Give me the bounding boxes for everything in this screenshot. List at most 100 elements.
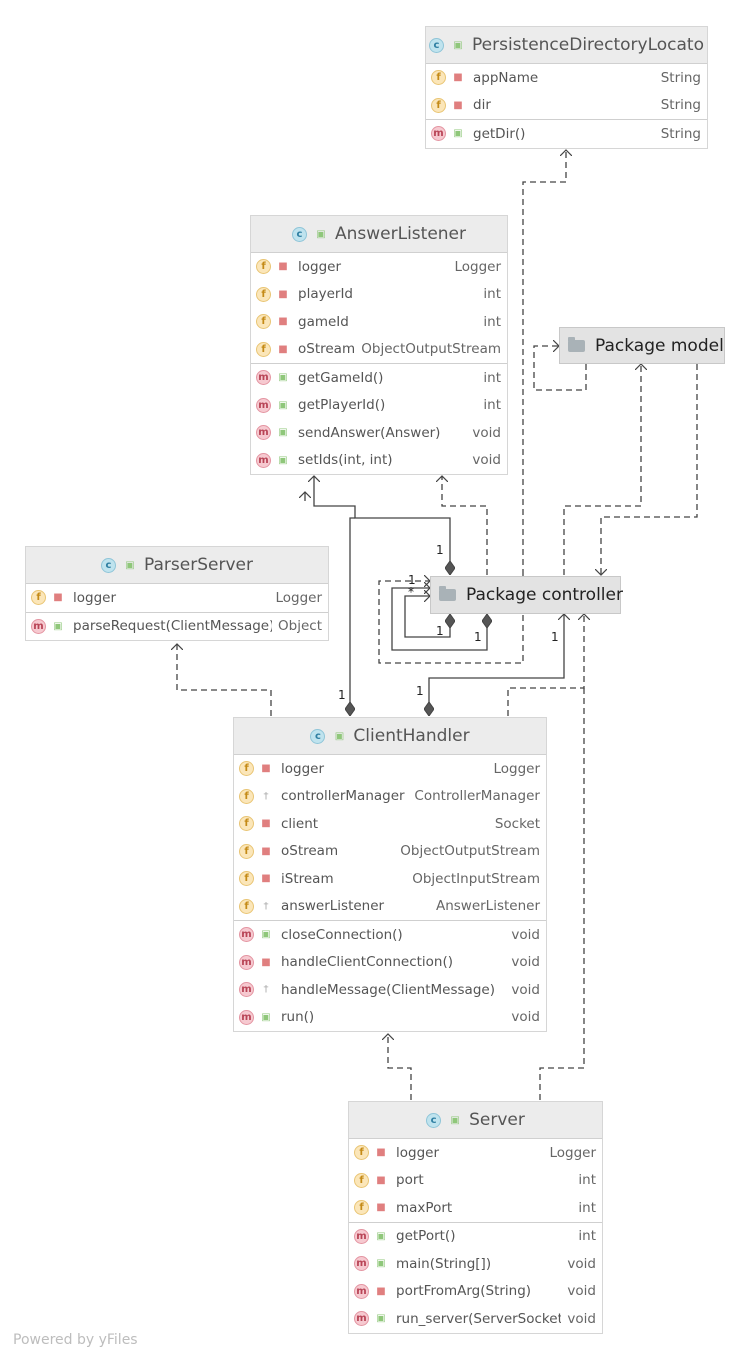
class-name: AnswerListener — [334, 224, 466, 244]
package-model-label: Package model — [595, 335, 724, 356]
method-icon: m — [354, 1311, 369, 1327]
dep-model-self — [533, 346, 587, 391]
method-icon: m — [256, 370, 271, 386]
unlock-icon: ▣ — [261, 929, 271, 941]
lock-icon: ■ — [376, 1147, 386, 1159]
unlock-icon: ▣ — [376, 1258, 386, 1270]
class-header: c▣ClientHandler — [234, 718, 546, 755]
method-row[interactable]: m▣main(String[])void — [349, 1250, 602, 1278]
dep-controller-to-persistence — [522, 150, 566, 575]
package-private-icon: † — [263, 790, 269, 802]
field-icon: f — [354, 1145, 369, 1161]
method-row[interactable]: m▣getGameId()int — [251, 364, 507, 392]
method-type: void — [567, 1255, 596, 1272]
method-icon: m — [256, 452, 271, 468]
field-icon: f — [239, 898, 254, 914]
field-name: oStream — [298, 341, 356, 358]
method-type: void — [511, 981, 540, 998]
package-controller-label: Package controller — [466, 585, 623, 605]
public-icon: ▣ — [334, 730, 345, 742]
methods-section: m▣getDir()String — [426, 119, 707, 148]
field-icon: f — [431, 70, 446, 86]
method-row[interactable]: m■portFromArg(String)void — [349, 1278, 602, 1306]
field-name: iStream — [281, 870, 334, 887]
lock-icon: ■ — [261, 763, 271, 775]
class-icon: c — [426, 1112, 442, 1128]
method-type: void — [511, 1009, 540, 1026]
field-name: controllerManager — [281, 788, 405, 805]
field-type: Socket — [494, 815, 540, 832]
method-row[interactable]: m▣getPlayerId()int — [251, 392, 507, 420]
field-icon: f — [31, 590, 46, 606]
multiplicity-label: 1 — [436, 543, 444, 557]
lock-icon: ■ — [261, 845, 271, 857]
field-icon: f — [354, 1200, 369, 1216]
multiplicity-label: 1 — [416, 684, 424, 698]
method-type: void — [511, 926, 540, 943]
field-type: AnswerListener — [435, 898, 540, 915]
dep-controller-to-answerlistener — [442, 476, 488, 575]
lock-icon: ■ — [453, 72, 463, 84]
method-row[interactable]: m▣getDir()String — [426, 120, 707, 148]
multiplicity-label: 1 — [338, 688, 346, 702]
method-row[interactable]: m▣run_server(ServerSocket)void — [349, 1305, 602, 1333]
field-icon: f — [431, 97, 446, 113]
dep-controller-self-loop — [378, 575, 524, 664]
class-name: ParserServer — [144, 555, 253, 575]
field-name: port — [396, 1172, 424, 1189]
folder-icon — [568, 336, 585, 352]
comp-controller-to-answerlistener — [314, 476, 450, 575]
method-row[interactable]: m■handleClientConnection()void — [234, 949, 546, 977]
dep-model-to-controller — [601, 364, 698, 575]
field-icon: f — [239, 843, 254, 859]
method-row[interactable]: m▣run()void — [234, 1004, 546, 1032]
method-row[interactable]: m▣sendAnswer(Answer)void — [251, 419, 507, 447]
package-model-node[interactable]: Package model — [559, 327, 725, 364]
field-icon: f — [256, 341, 271, 357]
comp-clienthandler-to-answerlistener — [350, 517, 355, 716]
method-icon: m — [239, 954, 254, 970]
method-row[interactable]: m▣setIds(int, int)void — [251, 447, 507, 475]
unlock-icon: ▣ — [53, 620, 63, 632]
method-name: getPort() — [396, 1228, 456, 1245]
method-type: void — [511, 954, 540, 971]
method-row[interactable]: m▣closeConnection()void — [234, 921, 546, 949]
field-icon: f — [354, 1172, 369, 1188]
method-icon: m — [239, 927, 254, 943]
class-header: c▣AnswerListener — [251, 216, 507, 253]
method-row[interactable]: m†handleMessage(ClientMessage)void — [234, 976, 546, 1004]
field-type: int — [578, 1172, 596, 1189]
package-controller-node[interactable]: Package controller — [430, 576, 623, 614]
public-icon: ▣ — [125, 559, 135, 571]
method-row[interactable]: m▣getPort()int — [349, 1223, 602, 1251]
method-icon: m — [239, 982, 254, 998]
class-header: c▣Server — [349, 1102, 602, 1139]
method-row[interactable]: m▣parseRequest(ClientMessage)Object — [26, 613, 328, 641]
field-type: int — [578, 1199, 596, 1216]
method-icon: m — [239, 1009, 254, 1025]
method-icon: m — [256, 425, 271, 441]
